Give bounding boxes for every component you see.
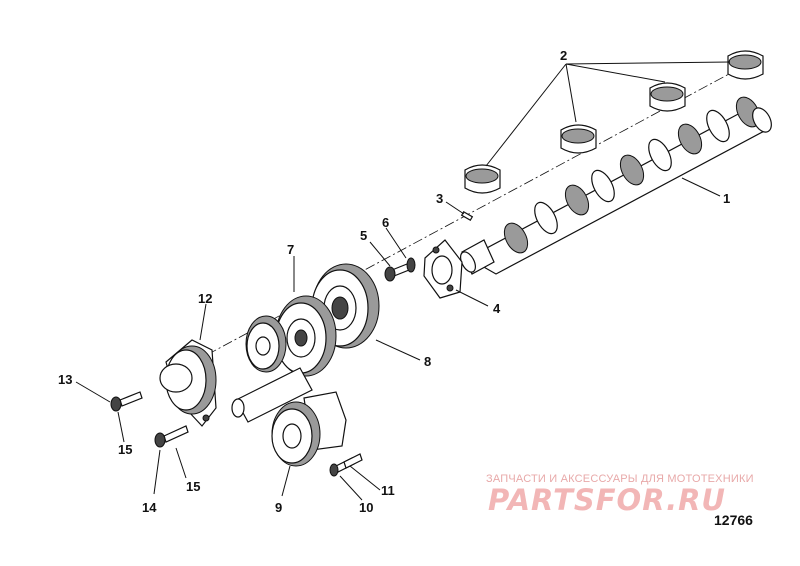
callout-7: 7 bbox=[287, 242, 294, 257]
callout-9: 9 bbox=[275, 500, 282, 515]
bearing-1 bbox=[464, 164, 501, 194]
watermark-logo: PARTSFOR.RU bbox=[488, 483, 726, 517]
callout-3: 3 bbox=[436, 191, 443, 206]
callout-labels: 1 2 3 4 5 6 7 8 9 10 11 12 13 14 15 15 bbox=[58, 48, 730, 515]
camshaft bbox=[460, 96, 772, 275]
callout-15-a: 15 bbox=[118, 442, 132, 457]
callout-14: 14 bbox=[142, 500, 157, 515]
leader-lines bbox=[75, 61, 731, 501]
callout-1: 1 bbox=[723, 191, 730, 206]
callout-4: 4 bbox=[493, 301, 501, 316]
callout-11: 11 bbox=[381, 483, 395, 498]
diagram-number: 12766 bbox=[714, 512, 753, 528]
callout-13: 13 bbox=[58, 372, 72, 387]
idler-gear bbox=[275, 295, 337, 377]
bearing-3 bbox=[649, 82, 686, 112]
thrust-plate bbox=[423, 239, 463, 299]
screw-11 bbox=[343, 453, 363, 469]
callout-8: 8 bbox=[424, 354, 431, 369]
callout-15-b: 15 bbox=[186, 479, 200, 494]
callout-12: 12 bbox=[198, 291, 212, 306]
small-gear bbox=[245, 315, 287, 373]
callout-5: 5 bbox=[360, 228, 367, 243]
callout-6: 6 bbox=[382, 215, 389, 230]
balance-shaft bbox=[231, 367, 313, 423]
callout-10: 10 bbox=[359, 500, 373, 515]
oil-pump-housing bbox=[159, 339, 217, 427]
callout-2: 2 bbox=[560, 48, 567, 63]
bearing-4 bbox=[727, 50, 764, 80]
watermark-tagline: ЗАПЧАСТИ И АКСЕССУАРЫ ДЛЯ МОТОТЕХНИКИ bbox=[486, 473, 754, 485]
bearing-2 bbox=[560, 124, 597, 154]
washer-6 bbox=[406, 257, 416, 273]
screw-14 bbox=[154, 425, 189, 448]
lower-gear-assembly bbox=[271, 391, 347, 467]
screw-13 bbox=[110, 391, 143, 412]
